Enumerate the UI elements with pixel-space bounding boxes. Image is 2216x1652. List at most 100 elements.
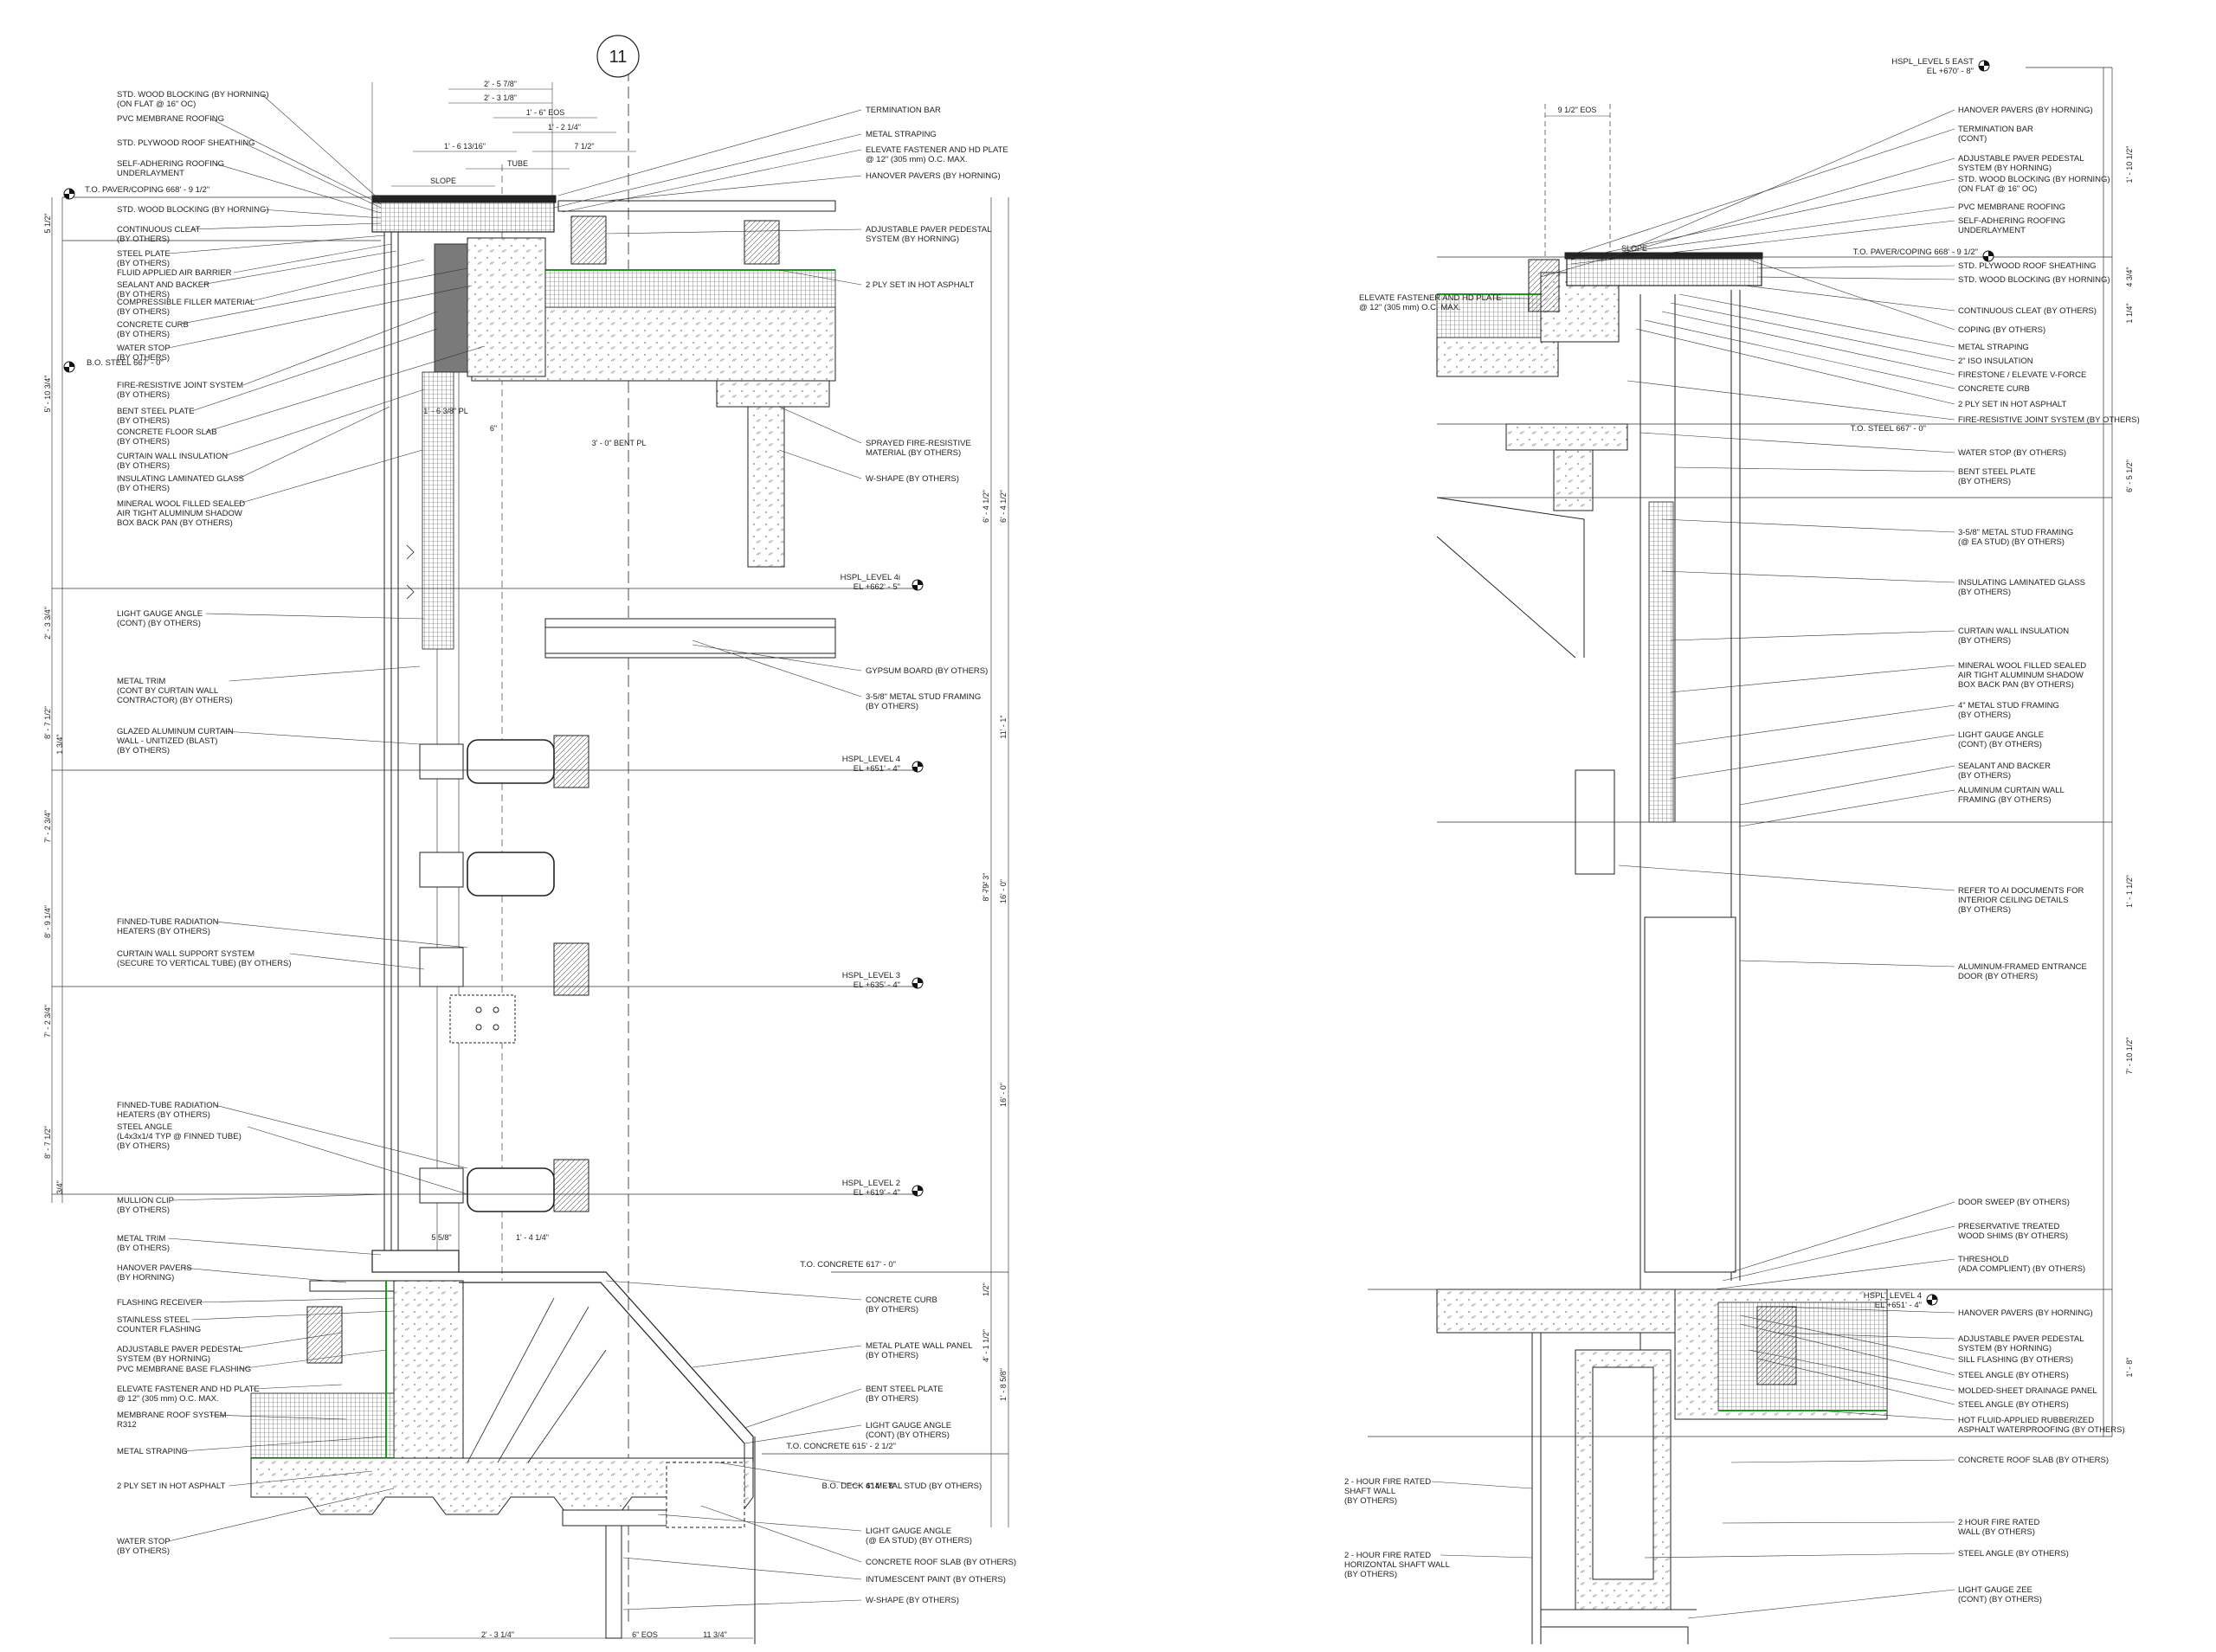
left-vertical-dimension: 2' - 3 3/4"	[43, 607, 52, 640]
leader-line	[229, 665, 421, 682]
leader-line	[182, 1267, 347, 1283]
left-callout-label: LIGHT GAUGE ANGLE(CONT) (BY OTHERS)	[117, 609, 203, 628]
top-dimension: 1' - 6 13/16"	[444, 142, 486, 151]
leader-line	[1722, 1225, 1955, 1282]
level-symbol	[1982, 250, 1994, 262]
left-callout-label: CONTINUOUS CLEAT(BY OTHERS)	[117, 225, 201, 244]
left-callout-label: CURTAIN WALL SUPPORT SYSTEM(SECURE TO VE…	[117, 949, 291, 968]
right-left-callouts: ELEVATE FASTENER AND HD PLATE@ 12" (305 …	[1344, 293, 1533, 1579]
right-level-label: T.O. CONCRETE 617' - 0"	[800, 1260, 896, 1270]
misc-dimension: 6"	[490, 424, 497, 433]
top-dimension: 1' - 6" EOS	[526, 108, 564, 117]
leader-line	[1743, 285, 1955, 312]
leader-line	[1570, 178, 1955, 260]
leader-line	[1440, 1554, 1533, 1559]
leader-line	[209, 1414, 347, 1420]
right-callout-label: 4" METAL STUD FRAMING(BY OTHERS)	[1958, 701, 2059, 720]
left-callout-label: 2 PLY SET IN HOT ASPHALT	[117, 1482, 226, 1491]
middle-callout-label: 4" METAL STUD (BY OTHERS)	[866, 1482, 982, 1491]
right-callout-label: 2 PLY SET IN HOT ASPHALT	[1958, 400, 2067, 409]
right-callout-label: PVC MEMBRANE ROOFING	[1958, 202, 2065, 212]
leader-line	[1566, 128, 1955, 257]
right-dimension: 7' - 10 1/2"	[2125, 1038, 2134, 1075]
leader-line	[238, 449, 423, 505]
leader-line	[778, 269, 862, 286]
left-callout-label: CURTAIN WALL INSULATION(BY OTHERS)	[117, 452, 228, 471]
left-vertical-dimension: 5' - 10 3/4"	[43, 376, 52, 413]
leader-line	[261, 209, 382, 219]
leader-line	[1661, 570, 1955, 583]
left-vertical-dimension: 8' - 7 1/2"	[43, 706, 52, 739]
leader-line	[1618, 865, 1955, 891]
right-callout-label: STD. WOOD BLOCKING (BY HORNING)	[1958, 275, 2110, 285]
left-vertical-dimension: 8' - 7 1/2"	[43, 1126, 52, 1159]
left-callout-label: STD. PLYWOOD ROOF SHEATHING	[117, 138, 255, 148]
leader-line	[1739, 765, 1955, 806]
left-level-tags: T.O. PAVER/COPING 668' - 9 1/2"B.O. STEE…	[63, 185, 209, 373]
leader-line	[172, 1193, 390, 1201]
level-symbol	[63, 361, 75, 373]
leader-line	[1670, 734, 1955, 780]
leader-line	[778, 406, 862, 444]
leader-line	[1661, 518, 1955, 533]
right-vertical-dimension: 6' - 4 1/2"	[982, 490, 990, 523]
left-callout-label: STD. WOOD BLOCKING (BY HORNING)(ON FLAT …	[117, 90, 269, 109]
leader-line	[1678, 293, 1955, 348]
left-callout-label: HANOVER PAVERS(BY HORNING)	[117, 1263, 192, 1282]
middle-callout-label: TERMINATION BAR	[866, 106, 941, 115]
top-dimension: 1' - 2 1/4"	[548, 123, 581, 132]
right-section-geometry	[1436, 252, 1888, 1644]
leader-line	[1670, 665, 1955, 693]
right-callout-label: BENT STEEL PLATE(BY OTHERS)	[1958, 467, 2036, 486]
leader-line	[1601, 109, 1955, 262]
leader-line	[168, 1237, 382, 1256]
right-callout-label: LIGHT GAUGE ANGLE(CONT) (BY OTHERS)	[1958, 730, 2044, 749]
leader-line	[1644, 319, 1955, 389]
left-level-label: T.O. PAVER/COPING 668' - 9 1/2"	[85, 185, 209, 195]
leader-line	[215, 163, 382, 214]
middle-callout-label: BENT STEEL PLATE(BY OTHERS)	[866, 1385, 944, 1404]
leader-line	[205, 345, 486, 433]
leader-line	[1748, 259, 1955, 331]
right-callout-label: INSULATING LAMINATED GLASS(BY OTHERS)	[1958, 578, 2085, 597]
left-section-geometry	[51, 69, 1009, 1644]
leader-line	[1730, 1459, 1955, 1463]
leader-line	[718, 1462, 862, 1487]
level-symbol	[63, 188, 75, 200]
right-callout-label: FIRESTONE / ELEVATE V-FORCE	[1958, 370, 2086, 380]
right-dimension: 1 1/4"	[2125, 303, 2134, 323]
left-callout-label: MULLION CLIP(BY OTHERS)	[117, 1196, 174, 1215]
left-vertical-dimension: 5 1/2"	[43, 213, 52, 233]
misc-dimension: 11 3/4"	[703, 1630, 727, 1639]
leader-line	[233, 243, 392, 273]
level-symbol	[912, 1185, 924, 1197]
right-level-label: B.O. DECK 614' - 8"	[822, 1482, 896, 1491]
left-callout-label: STEEL ANGLE(L4x3x1/4 TYP @ FINNED TUBE)(…	[117, 1122, 242, 1151]
leader-line	[238, 406, 390, 479]
right-level-label: T.O. STEEL 667' - 0"	[1851, 424, 1926, 434]
left-callout-label: SEALANT AND BACKER(BY OTHERS)	[117, 280, 209, 299]
leader-line	[1540, 157, 1955, 278]
right-dimension: 1' - 1 1/2"	[2125, 875, 2134, 908]
misc-dimension: 3' - 0" BENT PL	[592, 439, 647, 447]
leader-line	[224, 389, 425, 457]
middle-callout-label: CONCRETE CURB(BY OTHERS)	[866, 1295, 937, 1315]
right-dimension: 1' - 8"	[2125, 1358, 2134, 1378]
middle-callout-label: 3-5/8" METAL STUD FRAMING(BY OTHERS)	[866, 692, 981, 711]
left-vertical-dimension: 7' - 2 3/4"	[43, 1005, 52, 1038]
leader-line	[238, 1349, 387, 1370]
